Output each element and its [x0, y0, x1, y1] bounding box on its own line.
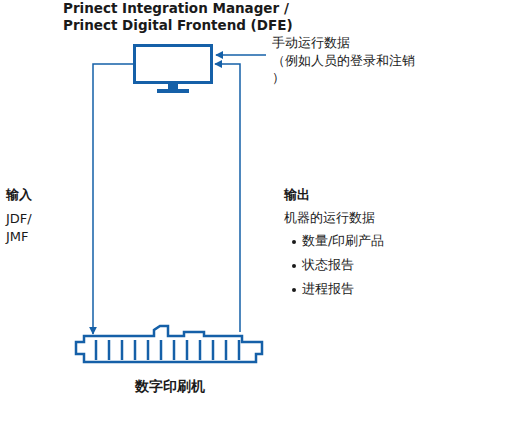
system-title: Prinect Integration Manager / Prinect Di…	[63, 0, 313, 34]
leader-arrow	[216, 54, 266, 56]
bullet	[292, 264, 296, 268]
input-heading: 输入	[6, 186, 32, 204]
input-format: JDF/ JMF	[6, 210, 42, 245]
bullet	[292, 288, 296, 292]
monitor-icon	[133, 44, 213, 94]
output-item: 数量/印刷产品	[302, 232, 384, 250]
press-label: 数字印刷机	[72, 378, 268, 396]
digital-press-icon	[72, 318, 268, 374]
data-flow-arrow	[93, 64, 133, 334]
monitor-node: Prinect Integration Manager / Prinect Di…	[133, 44, 213, 94]
data-flow-arrow	[215, 64, 240, 332]
output-heading: 输出	[284, 186, 310, 204]
output-item: 状态报告	[302, 256, 354, 274]
manual-data-note: 手动运行数据 （例如人员的登录和注销 ）	[272, 34, 364, 87]
press-node: 数字印刷机	[72, 318, 268, 374]
output-title: 机器的运行数据	[284, 209, 375, 227]
bullet	[292, 240, 296, 244]
output-item: 进程报告	[302, 280, 354, 298]
